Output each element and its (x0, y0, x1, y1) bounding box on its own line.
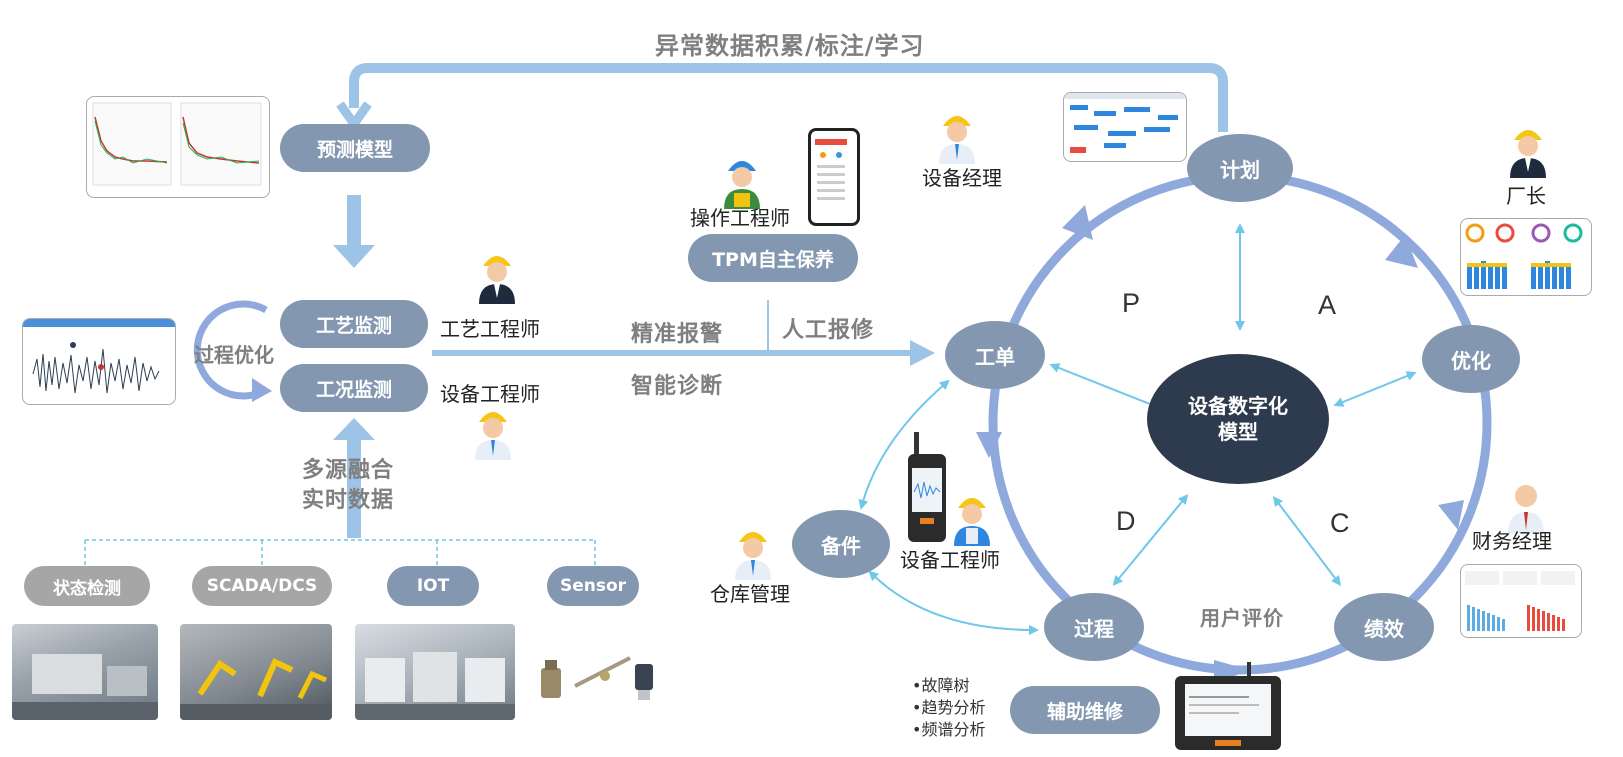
process-engineer-label: 工艺工程师 (440, 317, 540, 341)
dashboard-thumbnail-2 (1460, 564, 1582, 638)
pdca-a: A (1318, 290, 1337, 320)
plant-manager-label: 厂长 (1506, 184, 1546, 208)
assist-bullet-1: •故障树 (912, 676, 970, 695)
feedback-loop-line (349, 63, 1228, 132)
dashboard-thumbnail-1 (1460, 218, 1592, 296)
process-opt-loop (193, 300, 268, 400)
multisource-label-1: 多源融合 (302, 458, 395, 483)
pdca-p: P (1122, 288, 1141, 318)
plant-manager-avatar (1508, 122, 1548, 178)
assist-bullet-2: •趋势分析 (912, 698, 986, 717)
assist-bullet-3: •频谱分析 (912, 720, 986, 739)
equipment-manager-label: 设备经理 (922, 166, 1002, 190)
operator-label: 操作工程师 (690, 206, 790, 230)
finance-manager-avatar (1506, 478, 1546, 534)
center-line-1: 设备数字化 (1188, 394, 1288, 418)
smart-diagnosis-label: 智能诊断 (631, 374, 724, 399)
predict-down-arrow (347, 195, 361, 247)
source-status-detection[interactable]: 状态检测 (24, 566, 150, 606)
equipment-manager-avatar (937, 108, 977, 164)
equipment-engineer2-avatar (952, 490, 992, 546)
warehouse-label: 仓库管理 (710, 582, 790, 606)
center-line-2: 模型 (1218, 420, 1258, 444)
factory-photo-2 (180, 624, 332, 720)
workorder-node[interactable]: 工单 (945, 321, 1045, 389)
pdca-c: C (1330, 508, 1350, 538)
prediction-chart-thumbnail (86, 96, 270, 198)
process-node[interactable]: 过程 (1044, 593, 1144, 661)
operator-avatar (722, 153, 762, 209)
pdca-d: D (1116, 506, 1136, 536)
schedule-thumbnail (1063, 92, 1187, 162)
feedback-loop-label: 异常数据积累/标注/学习 (655, 32, 925, 60)
process-monitor-node[interactable]: 工艺监测 (280, 300, 428, 348)
source-sensor[interactable]: Sensor (547, 566, 639, 606)
optimize-node[interactable]: 优化 (1422, 325, 1520, 393)
equipment-engineer-avatar (473, 404, 513, 460)
multisource-up-arrow (347, 438, 361, 538)
multisource-label-2: 实时数据 (302, 488, 395, 513)
source-scada-dcs[interactable]: SCADA/DCS (192, 566, 332, 606)
smartphone-image (808, 128, 860, 226)
user-eval-label: 用户评价 (1200, 606, 1284, 630)
precise-alarm-label: 精准报警 (631, 322, 724, 347)
tpm-node[interactable]: TPM自主保养 (688, 234, 858, 282)
predict-model-node[interactable]: 预测模型 (280, 124, 430, 172)
alarm-flow-line (432, 350, 917, 356)
manual-report-label: 人工报修 (782, 318, 875, 343)
warehouse-avatar (733, 524, 773, 580)
assist-maintenance-node[interactable]: 辅助维修 (1010, 686, 1160, 734)
spares-node[interactable]: 备件 (792, 510, 890, 578)
source-iot[interactable]: IOT (387, 566, 479, 606)
process-engineer-avatar (477, 248, 517, 304)
performance-node[interactable]: 绩效 (1334, 593, 1434, 661)
equipment-engineer2-label: 设备工程师 (900, 548, 1000, 572)
tablet-image (1175, 662, 1281, 752)
condition-monitor-node[interactable]: 工况监测 (280, 364, 428, 412)
process-opt-label: 过程优化 (194, 343, 274, 367)
factory-photo-3 (355, 624, 515, 720)
finance-manager-label: 财务经理 (1472, 529, 1552, 553)
sensor-image (535, 648, 665, 708)
rugged-phone-image (906, 432, 948, 544)
plan-node[interactable]: 计划 (1187, 134, 1293, 202)
factory-photo-1 (12, 624, 158, 720)
equipment-engineer-label: 设备工程师 (440, 382, 540, 406)
center-model-node[interactable]: 设备数字化 模型 (1147, 354, 1329, 484)
waveform-thumbnail (22, 318, 176, 405)
